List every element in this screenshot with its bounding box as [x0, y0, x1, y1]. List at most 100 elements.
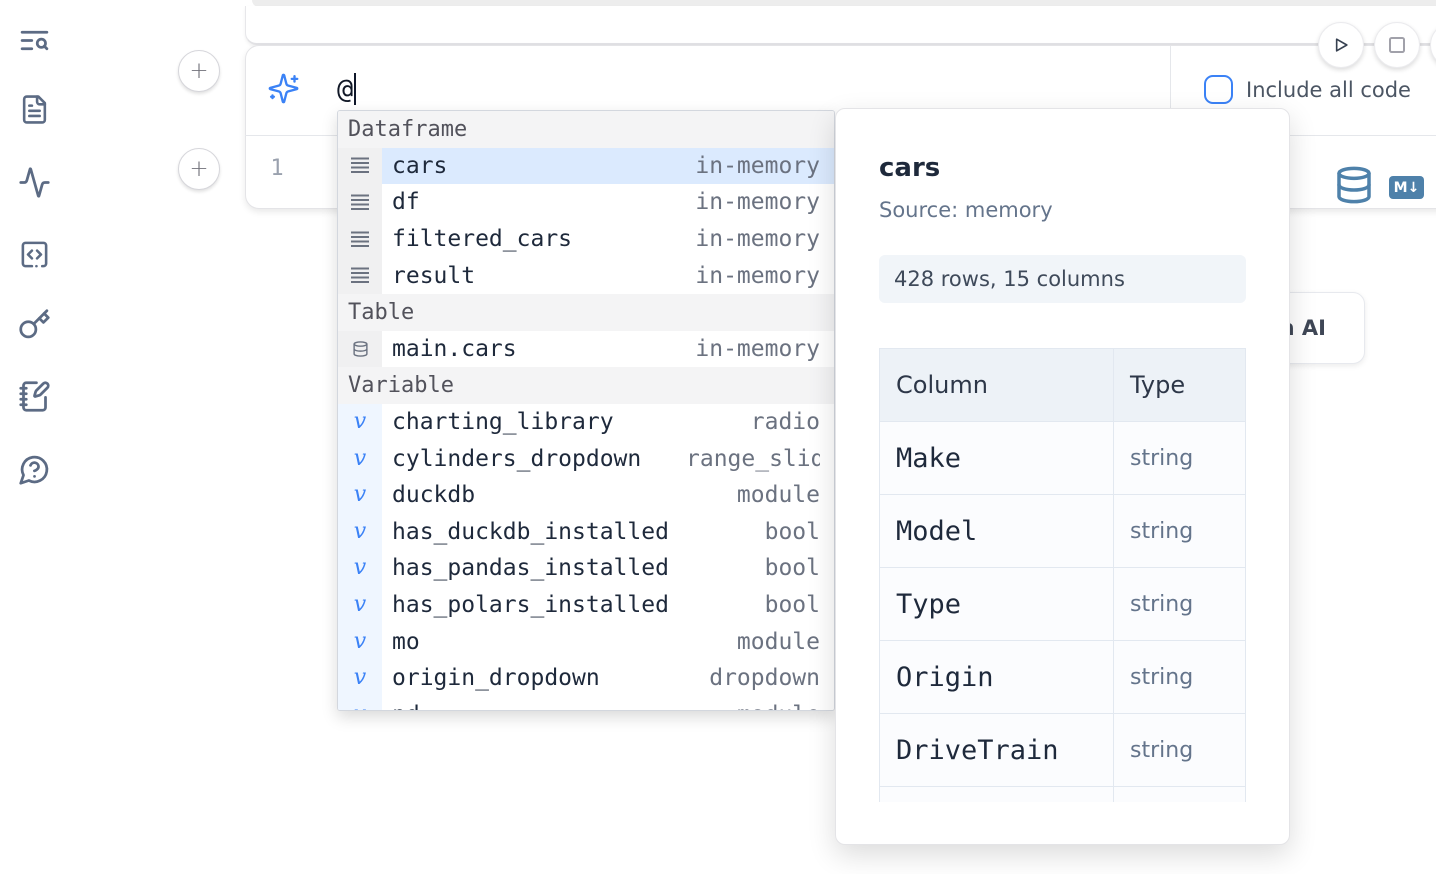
schema-column-type: string: [1113, 640, 1246, 714]
dataframe-icon: [338, 257, 382, 294]
dataframe-preview-popup: cars Source: memory 428 rows, 15 columns…: [835, 108, 1290, 845]
scratchpad-notebook-icon[interactable]: [16, 378, 52, 414]
schema-column-type: [1113, 786, 1246, 802]
previous-cell-gap: [252, 0, 1436, 7]
variable-icon: v: [338, 623, 382, 660]
autocomplete-item-name: result: [392, 262, 476, 289]
autocomplete-item-detail: in-memory: [695, 335, 820, 362]
autocomplete-item-name: df: [392, 189, 420, 216]
sparkles-ai-icon: [267, 72, 300, 105]
autocomplete-item-name: has_polars_installed: [392, 592, 669, 619]
autocomplete-item-detail: bool: [764, 592, 820, 619]
autocomplete-item[interactable]: v charting_library radio: [338, 403, 834, 441]
previous-cell-bottom: [245, 6, 1436, 45]
autocomplete-item-detail: dropdown: [709, 665, 820, 692]
file-document-icon[interactable]: [16, 91, 52, 127]
variable-icon: v: [338, 476, 382, 514]
autocomplete-item-detail: in-memory: [695, 262, 820, 289]
schema-column-type: string: [1113, 421, 1246, 495]
include-all-code-checkbox[interactable]: [1204, 75, 1233, 104]
shape-badge: 428 rows, 15 columns: [879, 255, 1246, 303]
schema-table: Column Type Make string Model string Typ…: [879, 348, 1246, 802]
variable-icon: v: [338, 696, 382, 710]
schema-column-type: string: [1113, 494, 1246, 568]
database-icon[interactable]: [1334, 165, 1374, 209]
autocomplete-item[interactable]: main.cars in-memory: [338, 330, 834, 368]
autocomplete-item-detail: module: [736, 482, 820, 509]
autocomplete-item-name: charting_library: [392, 409, 614, 436]
autocomplete-list: Dataframe cars in-memory df in-memory fi…: [338, 111, 834, 710]
prompt-text: @: [337, 73, 354, 105]
autocomplete-item-detail: bool: [764, 555, 820, 582]
autocomplete-item[interactable]: df in-memory: [338, 184, 834, 221]
autocomplete-item-detail: in-memory: [695, 189, 820, 216]
autocomplete-item-detail: in-memory: [695, 226, 820, 253]
schema-row: Origin string: [879, 640, 1246, 714]
autocomplete-item-name: pd: [392, 702, 420, 710]
autocomplete-item[interactable]: v cylinders_dropdown range_slider: [338, 440, 834, 477]
key-icon[interactable]: [16, 306, 52, 342]
schema-column-name: Model: [879, 494, 1114, 568]
autocomplete-item-name: cylinders_dropdown: [392, 445, 642, 472]
autocomplete-item[interactable]: v pd module: [338, 696, 834, 710]
schema-table-wrapper: Column Type Make string Model string Typ…: [879, 348, 1246, 802]
autocomplete-item[interactable]: v duckdb module: [338, 476, 834, 514]
autocomplete-item-name: duckdb: [392, 482, 476, 509]
autocomplete-item[interactable]: filtered_cars in-memory: [338, 220, 834, 258]
play-icon: [1335, 38, 1348, 52]
add-cell-above-button[interactable]: +: [178, 50, 220, 92]
autocomplete-section-header: Dataframe: [338, 111, 834, 148]
autocomplete-item-name: has_duckdb_installed: [392, 518, 669, 545]
autocomplete-item[interactable]: result in-memory: [338, 257, 834, 294]
variable-icon: v: [338, 513, 382, 551]
autocomplete-section-header: Variable: [338, 367, 834, 404]
snippets-code-icon[interactable]: [16, 236, 52, 272]
add-cell-below-button[interactable]: +: [178, 148, 220, 190]
autocomplete-item[interactable]: v mo module: [338, 623, 834, 660]
stop-cell-button[interactable]: [1374, 22, 1420, 68]
dataframe-icon: [338, 147, 382, 185]
help-chat-icon[interactable]: [16, 451, 52, 487]
include-all-code-label: Include all code: [1246, 77, 1411, 102]
autocomplete-item[interactable]: cars in-memory: [338, 147, 834, 185]
autocomplete-item-name: filtered_cars: [392, 226, 573, 253]
toc-search-icon[interactable]: [16, 22, 52, 58]
autocomplete-item[interactable]: v has_duckdb_installed bool: [338, 513, 834, 551]
variable-icon: v: [338, 586, 382, 624]
schema-column-type: string: [1113, 713, 1246, 787]
markdown-export-icon[interactable]: M↓: [1389, 176, 1424, 199]
autocomplete-item-detail: radio: [750, 409, 820, 436]
ai-prompt-input[interactable]: @: [337, 71, 357, 107]
autocomplete-item-name: has_pandas_installed: [392, 555, 669, 582]
autocomplete-item-name: origin_dropdown: [392, 665, 600, 692]
schema-column-type: string: [1113, 567, 1246, 641]
variable-icon: v: [338, 550, 382, 587]
autocomplete-item[interactable]: v has_pandas_installed bool: [338, 550, 834, 587]
column-header: Column: [879, 348, 1114, 422]
schema-column-name: DriveTrain: [879, 713, 1114, 787]
schema-row: [879, 786, 1246, 802]
include-all-code-toggle[interactable]: Include all code: [1204, 74, 1411, 105]
autocomplete-item-detail: module: [686, 702, 820, 710]
type-header: Type: [1113, 348, 1246, 422]
activity-icon[interactable]: [16, 164, 52, 200]
autocomplete-item[interactable]: v origin_dropdown dropdown: [338, 659, 834, 697]
prompt-options-divider: [1170, 46, 1171, 135]
autocomplete-item-detail: range_slider: [686, 445, 820, 472]
variable-icon: v: [338, 659, 382, 697]
schema-column-name: [879, 786, 1114, 802]
dataframe-icon: [338, 184, 382, 221]
preview-source: Source: memory: [879, 198, 1053, 222]
variable-icon: v: [338, 403, 382, 441]
schema-column-name: Origin: [879, 640, 1114, 714]
stop-icon: [1389, 37, 1405, 53]
text-cursor: [354, 73, 357, 105]
schema-table-body: Make string Model string Type string Ori…: [879, 421, 1246, 802]
schema-row: DriveTrain string: [879, 713, 1246, 787]
run-cell-button[interactable]: [1318, 22, 1364, 68]
variable-icon: v: [338, 440, 382, 477]
autocomplete-item[interactable]: v has_polars_installed bool: [338, 586, 834, 624]
schema-row: Make string: [879, 421, 1246, 495]
schema-column-name: Type: [879, 567, 1114, 641]
